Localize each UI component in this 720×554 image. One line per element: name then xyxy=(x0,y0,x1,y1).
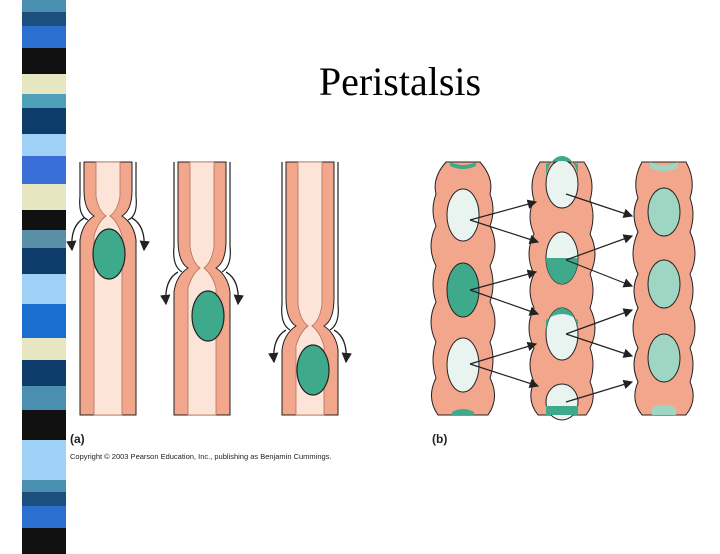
sidebar-block xyxy=(22,440,66,480)
contraction-arrow xyxy=(131,217,150,252)
sidebar-block xyxy=(22,210,66,230)
panel-b-diagram xyxy=(430,156,696,421)
segment-column-3 xyxy=(632,161,696,416)
sidebar-block xyxy=(22,274,66,304)
sidebar-block xyxy=(22,528,66,554)
sidebar-block xyxy=(22,360,66,386)
sidebar-block xyxy=(22,94,66,108)
bolus xyxy=(296,344,330,396)
contraction-arrow xyxy=(225,271,244,306)
sidebar-block xyxy=(22,304,66,338)
panel-b-label: (b) xyxy=(432,432,448,446)
sidebar-block xyxy=(22,480,66,492)
sidebar-block xyxy=(22,26,66,48)
contraction-arrow xyxy=(160,271,179,306)
panel-a-label: (a) xyxy=(70,432,85,446)
sidebar-block xyxy=(22,108,66,134)
sidebar-block xyxy=(22,48,66,74)
sidebar-block xyxy=(22,156,66,184)
contraction-arrow xyxy=(66,217,85,252)
sidebar-block xyxy=(22,0,66,12)
sidebar-block xyxy=(22,134,66,156)
contraction-arrow xyxy=(268,329,287,364)
sidebar-block xyxy=(22,74,66,94)
sidebar-block xyxy=(22,248,66,274)
tube-a1 xyxy=(66,161,150,416)
sidebar-block xyxy=(22,492,66,506)
sidebar-block xyxy=(22,12,66,26)
segment-column-2 xyxy=(528,156,596,421)
figure-svg xyxy=(66,154,696,421)
panel-a-diagram xyxy=(66,154,356,416)
copyright-text: Copyright © 2003 Pearson Education, Inc.… xyxy=(70,452,332,461)
decorative-sidebar xyxy=(22,0,66,554)
tube-a3 xyxy=(268,161,352,416)
slide-title: Peristalsis xyxy=(318,59,482,104)
mixing-arrows-2 xyxy=(565,193,634,403)
contraction-arrow xyxy=(333,329,352,364)
sidebar-block xyxy=(22,410,66,440)
sidebar-block xyxy=(22,506,66,528)
segment-column-1 xyxy=(430,161,496,416)
sidebar-block xyxy=(22,386,66,410)
bolus xyxy=(92,228,126,280)
peristalsis-figure: (a) (b) xyxy=(66,150,720,480)
sidebar-block xyxy=(22,184,66,210)
bolus xyxy=(191,290,225,342)
tube-a2 xyxy=(160,161,244,416)
sidebar-block xyxy=(22,230,66,248)
mixing-arrows-1 xyxy=(469,199,540,388)
sidebar-block xyxy=(22,338,66,360)
